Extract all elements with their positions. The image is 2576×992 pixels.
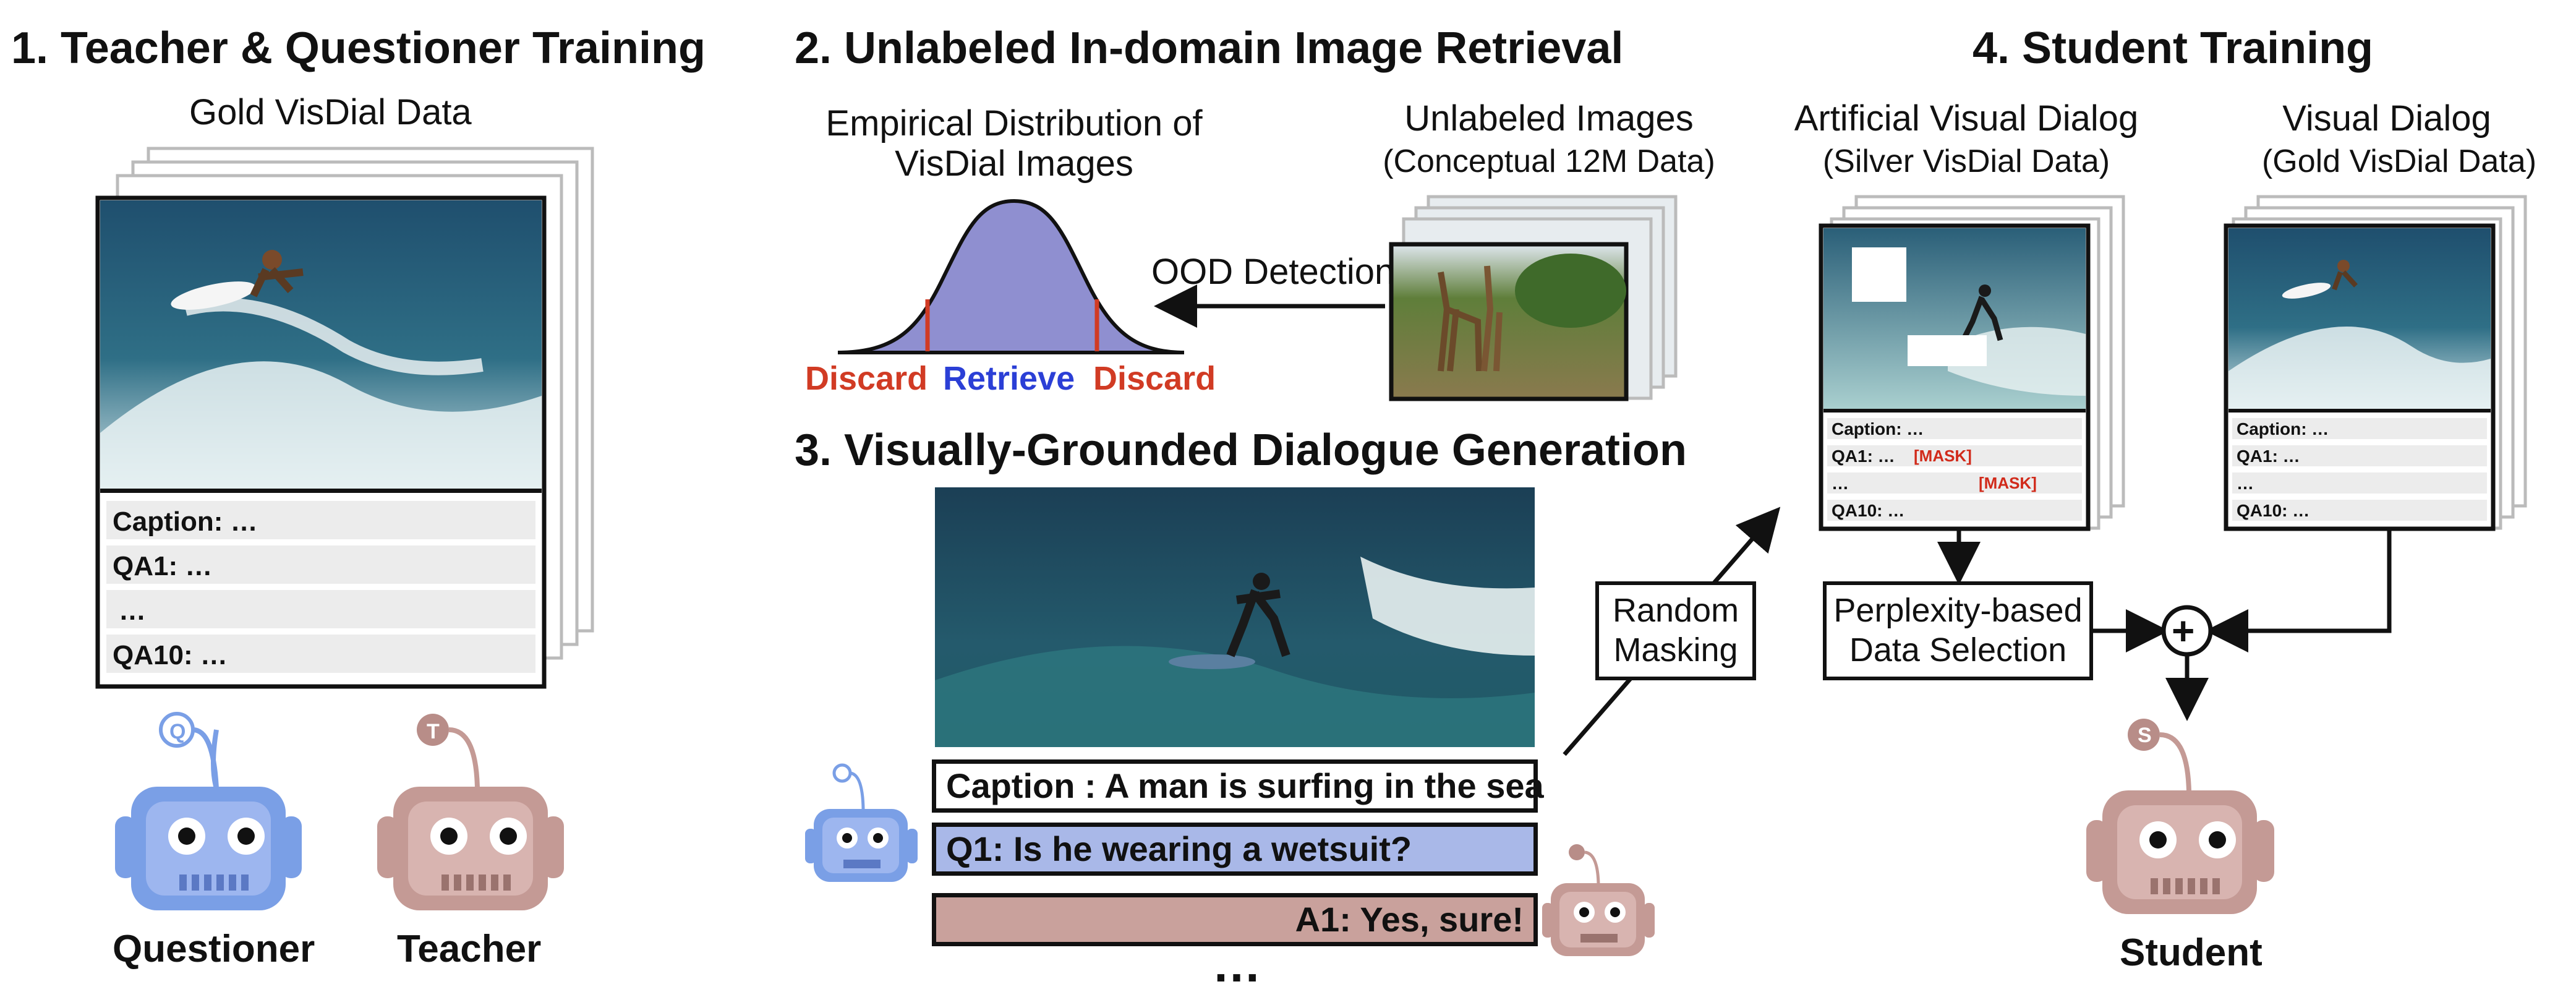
questioner-badge: Q <box>169 720 186 743</box>
s1-row-ellipsis: … <box>119 596 146 626</box>
random-masking-box: Random Masking <box>1595 581 1756 680</box>
question-line: Q1: Is he wearing a wetsuit? <box>932 823 1538 876</box>
caption-line: Caption : A man is surfing in the sea <box>932 759 1544 813</box>
section3-title: 3. Visually-Grounded Dialogue Generation <box>795 425 1687 475</box>
questioner-robot <box>115 712 302 910</box>
gold-data-stack-small <box>2224 195 2527 531</box>
discard-left-label: Discard <box>805 360 928 397</box>
silver-row-qa1: QA1: … <box>1832 447 1895 466</box>
gold-row-qa10: QA10: … <box>2237 501 2310 520</box>
questioner-label: Questioner <box>113 928 315 970</box>
distribution-curve <box>838 199 1184 354</box>
gold-visdial-sublabel: (Gold VisDial Data) <box>2261 143 2537 179</box>
answer-line: A1: Yes, sure! <box>932 893 1538 946</box>
student-badge: S <box>2138 724 2152 747</box>
small-teacher-robot <box>1542 844 1655 956</box>
s1-row-caption: Caption: … <box>113 507 258 537</box>
artificial-dialog-label: Artificial Visual Dialog <box>1794 98 2139 139</box>
gold-to-combine-arrow <box>2205 531 2392 652</box>
mask-token-2: [MASK] <box>1979 474 2037 492</box>
perplexity-selection-box: Perplexity-based Data Selection <box>1823 581 2093 680</box>
s1-row-qa10: QA10: … <box>113 640 228 670</box>
ood-detection-label: OOD Detection <box>1151 252 1395 292</box>
dialogue-ellipsis: … <box>1212 937 1261 992</box>
retrieve-label: Retrieve <box>943 360 1075 397</box>
silver-row-qa10: QA10: … <box>1832 501 1905 520</box>
gold-row-qa1: QA1: … <box>2237 447 2300 466</box>
small-questioner-robot <box>805 763 918 882</box>
student-robot <box>2086 719 2274 914</box>
teacher-badge: T <box>427 720 440 743</box>
unlabeled-images-sublabel: (Conceptual 12M Data) <box>1383 143 1715 179</box>
visual-dialog-label: Visual Dialog <box>2282 98 2491 139</box>
silver-visdial-sublabel: (Silver VisDial Data) <box>1822 143 2110 179</box>
mask-token-1: [MASK] <box>1914 447 1972 465</box>
section1-dialog-stripes <box>100 489 542 673</box>
distribution-label: Empirical Distribution of VisDial Images <box>825 103 1203 184</box>
silver-row-caption: Caption: … <box>1832 419 1924 438</box>
gold-visdial-label: Gold VisDial Data <box>189 92 472 132</box>
student-label: Student <box>2120 931 2263 974</box>
section4-title: 4. Student Training <box>1973 24 2374 73</box>
unlabeled-image-stack <box>1389 195 1678 401</box>
silver-data-stack <box>1819 195 2125 531</box>
silver-row-ellipsis: … <box>1832 474 1849 493</box>
combine-symbol: + <box>2172 609 2195 653</box>
discard-right-label: Discard <box>1093 360 1216 397</box>
surfer-photo <box>100 200 542 489</box>
section1-title: 1. Teacher & Questioner Training <box>11 24 706 73</box>
gold-row-caption: Caption: … <box>2237 419 2329 438</box>
teacher-robot <box>377 714 564 910</box>
dialogue-surfer-photo <box>935 487 1535 747</box>
section2-title: 2. Unlabeled In-domain Image Retrieval <box>795 24 1624 73</box>
unlabeled-images-label: Unlabeled Images <box>1404 98 1694 139</box>
gold-row-ellipsis: … <box>2237 474 2254 493</box>
teacher-label: Teacher <box>397 928 542 970</box>
s1-row-qa1: QA1: … <box>113 551 213 581</box>
combine-circle <box>2161 605 2213 657</box>
